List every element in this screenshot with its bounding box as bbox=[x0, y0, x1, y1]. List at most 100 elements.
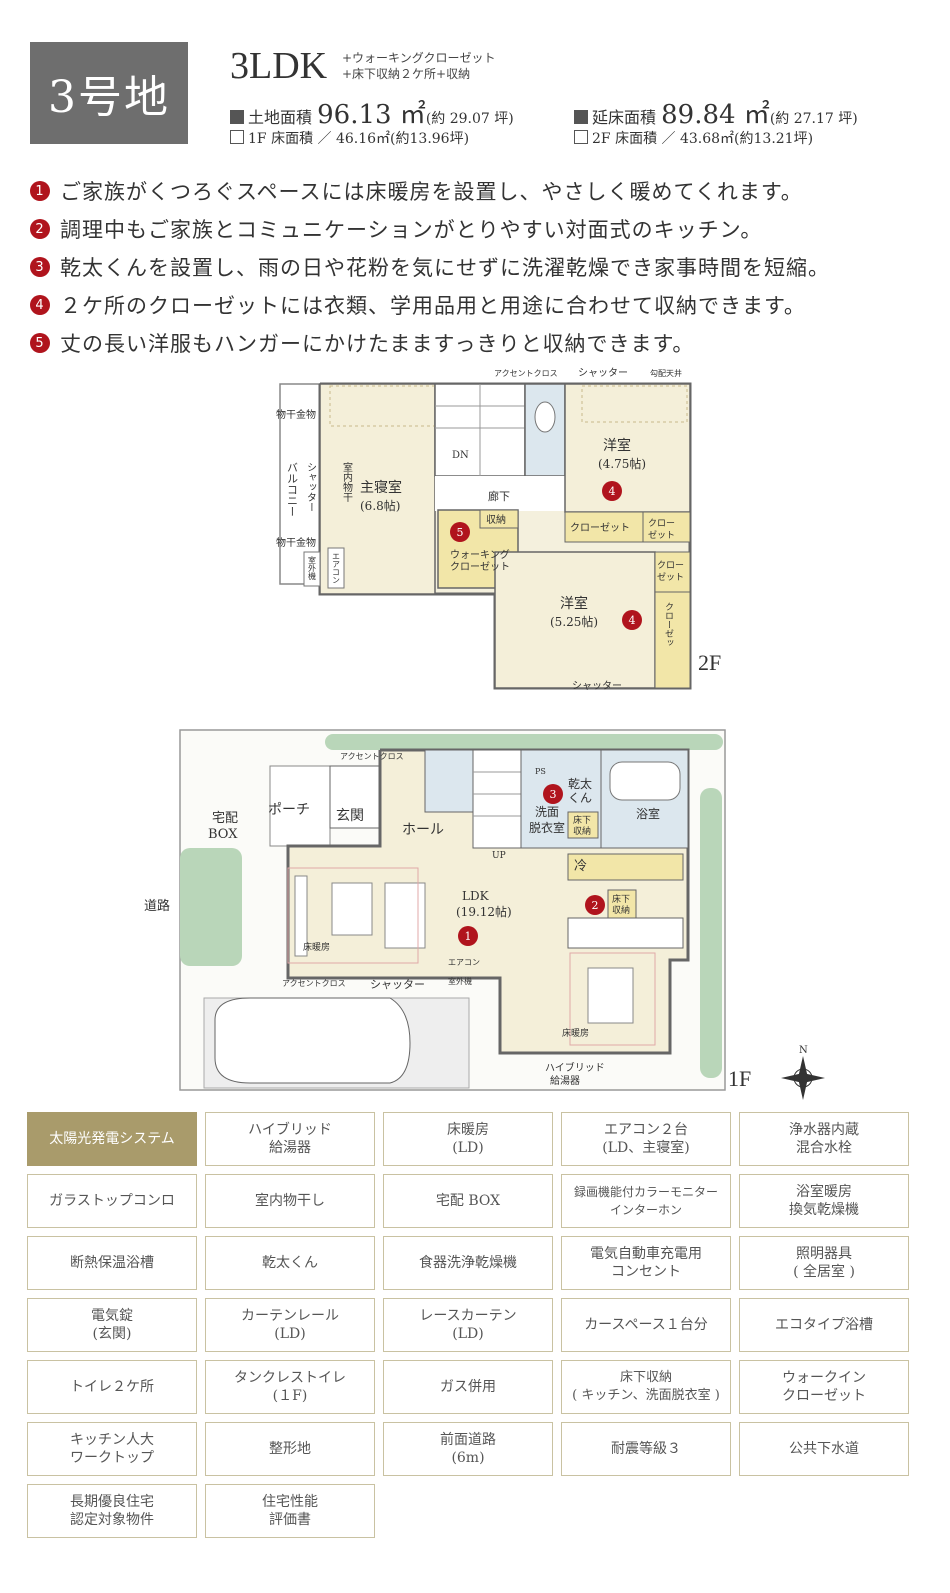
marker-2-kitchen: 2 bbox=[585, 895, 605, 915]
equipment-item: 室内物干し bbox=[205, 1174, 375, 1228]
second-floor-plan-drawing: アクセントクロス シャッター 勾配天井 物干金物 物干金物 バルコニー シャッタ… bbox=[276, 367, 692, 692]
feature-number: 5 bbox=[30, 333, 50, 353]
storage-label: 収納 bbox=[486, 513, 506, 526]
feature-number: 2 bbox=[30, 219, 50, 239]
master-bedroom-size: (6.8帖) bbox=[360, 498, 400, 513]
equipment-item: 照明器具 ( 全居室 ) bbox=[739, 1236, 909, 1290]
first-floor-plan-drawing: アクセントクロス PS 乾太 くん 浴室 洗面 脱衣室 床下 収納 宅配 BOX… bbox=[144, 729, 726, 1091]
delivery-box-label-2: BOX bbox=[208, 827, 238, 842]
open-square-icon bbox=[574, 130, 588, 144]
closet-c-label-2: ゼット bbox=[657, 571, 684, 583]
shutter-top-label: シャッター bbox=[578, 367, 628, 379]
equipment-item: エアコン２台 (LD、主寝室) bbox=[561, 1112, 731, 1166]
equipment-item: カーテンレール (LD) bbox=[205, 1298, 375, 1352]
svg-text:2: 2 bbox=[592, 899, 599, 912]
floor-area-tsubo: (約 27.17 坪) bbox=[769, 111, 858, 127]
kanta-label-1: 乾太 bbox=[568, 776, 592, 791]
closet-b-label-1: クロー bbox=[648, 518, 675, 529]
north-label: N bbox=[799, 1045, 808, 1056]
open-square-icon bbox=[230, 130, 244, 144]
equipment-item: 耐震等級３ bbox=[561, 1422, 731, 1476]
layout-extras: +ウォーキングクローゼット +床下収納２ケ所+収納 bbox=[342, 50, 495, 82]
equipment-item: 前面道路 (6m) bbox=[383, 1422, 553, 1476]
marker-5-wic: 5 bbox=[450, 522, 470, 542]
equipment-item: レースカーテン (LD) bbox=[383, 1298, 553, 1352]
master-bedroom-label: 主寝室 bbox=[360, 479, 402, 496]
stairs-up-label: UP bbox=[492, 851, 506, 861]
underfloor-label-4: 収納 bbox=[612, 904, 630, 916]
aircon-label: エアコン bbox=[332, 552, 341, 584]
hall-label: ホール bbox=[402, 822, 444, 838]
marker-4-room2: 4 bbox=[622, 610, 642, 630]
feature-number: 4 bbox=[30, 295, 50, 315]
equipment-item: タンクレストイレ (１F) bbox=[205, 1360, 375, 1414]
equipment-item: 床暖房 (LD) bbox=[383, 1112, 553, 1166]
north-compass: N bbox=[778, 1042, 828, 1102]
floor-heating-label: 床暖房 bbox=[303, 941, 330, 953]
equipment-item: 浄水器内蔵 混合水栓 bbox=[739, 1112, 909, 1166]
equipment-item: 整形地 bbox=[205, 1422, 375, 1476]
land-area: 土地面積 96.13 ㎡(約 29.07 坪) bbox=[230, 94, 514, 131]
washroom-label-2: 脱衣室 bbox=[529, 820, 565, 835]
entrance-label: 玄関 bbox=[336, 807, 364, 824]
closet-d-label: クローゼッ bbox=[663, 602, 674, 647]
equipment-item: 浴室暖房 換気乾燥機 bbox=[739, 1174, 909, 1228]
indoor-dry-label: 室内物干 bbox=[341, 461, 353, 503]
outdoor-unit-label: 室外機 bbox=[448, 976, 472, 986]
underfloor-label-1: 床下 bbox=[573, 814, 591, 826]
land-area-value: 96.13 ㎡ bbox=[317, 100, 426, 130]
road-label: 道路 bbox=[144, 898, 170, 914]
lot-badge: 3号地 bbox=[30, 42, 188, 144]
feature-text: 調理中もご家族とコミュニケーションがとりやすい対面式のキッチン。 bbox=[60, 218, 763, 242]
room2-label: 洋室 bbox=[560, 595, 588, 612]
floor-heating-label-2: 床暖房 bbox=[562, 1027, 589, 1039]
compass-icon: N bbox=[781, 1045, 825, 1100]
underfloor-label-2: 収納 bbox=[573, 825, 591, 837]
equipment-item: ハイブリッド 給湯器 bbox=[205, 1112, 375, 1166]
feature-item: 4 ２ケ所のクローゼットには衣類、学用品用と用途に合わせて収納できます。 bbox=[30, 286, 930, 324]
accent-cross-top-label: アクセントクロス bbox=[340, 752, 404, 761]
marker-3-washroom: 3 bbox=[543, 784, 563, 804]
balcony-label: バルコニー bbox=[286, 462, 299, 517]
ldk-label: LDK bbox=[462, 889, 490, 903]
ldk-size: (19.12帖) bbox=[456, 904, 512, 919]
hanger-bottom-label: 物干金物 bbox=[276, 536, 316, 549]
underfloor-label-3: 床下 bbox=[612, 893, 630, 905]
feature-text: ２ケ所のクローゼットには衣類、学用品用と用途に合わせて収納できます。 bbox=[60, 294, 806, 318]
equipment-item: 食器洗浄乾燥機 bbox=[383, 1236, 553, 1290]
svg-text:5: 5 bbox=[457, 526, 464, 539]
svg-text:3: 3 bbox=[550, 788, 557, 801]
first-floor-plan: アクセントクロス PS 乾太 くん 浴室 洗面 脱衣室 床下 収納 宅配 BOX… bbox=[140, 728, 740, 1098]
feature-number: 1 bbox=[30, 181, 50, 201]
first-floor-area: 1F 床面積 ／ 46.16㎡(約13.96坪) bbox=[230, 128, 469, 148]
equipment-item: トイレ２ケ所 bbox=[27, 1360, 197, 1414]
equipment-item: 録画機能付カラーモニター インターホン bbox=[561, 1174, 731, 1228]
equipment-item: 公共下水道 bbox=[739, 1422, 909, 1476]
porch-label: ポーチ bbox=[268, 802, 310, 818]
hybrid-heater-label-1: ハイブリッド bbox=[545, 1061, 605, 1074]
aircon-label: エアコン bbox=[448, 958, 480, 967]
floor-area-value: 89.84 ㎡ bbox=[661, 100, 770, 130]
outdoor-unit-label: 室外機 bbox=[308, 555, 317, 581]
hanger-top-label: 物干金物 bbox=[276, 408, 316, 421]
shutter-side-label: シャッター bbox=[305, 462, 317, 512]
wic-label-2: クローゼット bbox=[450, 561, 510, 573]
equipment-item: 宅配 BOX bbox=[383, 1174, 553, 1228]
hallway-label: 廊下 bbox=[488, 489, 510, 503]
hybrid-heater-label-2: 給湯器 bbox=[550, 1074, 580, 1087]
room1-size: (4.75帖) bbox=[598, 456, 646, 471]
first-floor-label: 1F bbox=[728, 1066, 752, 1091]
kanta-label-2: くん bbox=[568, 791, 592, 805]
feature-text: 乾太くんを設置し、雨の日や花粉を気にせずに洗濯乾燥でき家事時間を短縮。 bbox=[60, 256, 830, 280]
feature-text: ご家族がくつろぐスペースには床暖房を設置し、やさしく暖めてくれます。 bbox=[60, 180, 803, 204]
equipment-item: 床下収納 ( キッチン、洗面脱衣室 ) bbox=[561, 1360, 731, 1414]
bathroom-label: 浴室 bbox=[636, 806, 660, 821]
fridge-label: 冷 bbox=[574, 859, 587, 874]
closet-c-label-1: クロー bbox=[657, 560, 684, 571]
svg-text:1: 1 bbox=[465, 930, 472, 943]
second-floor-area: 2F 床面積 ／ 43.68㎡(約13.21坪) bbox=[574, 128, 813, 148]
sloped-ceiling-label: 勾配天井 bbox=[650, 368, 682, 378]
accent-cross-bottom-label: アクセントクロス bbox=[282, 979, 346, 988]
